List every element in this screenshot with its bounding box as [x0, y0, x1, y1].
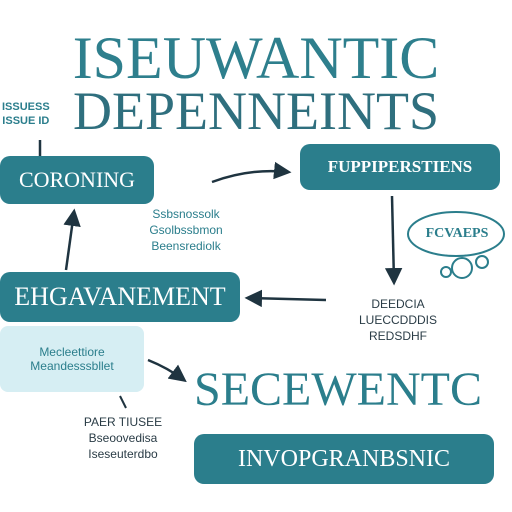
note-line: LUECCDDDIS — [358, 313, 437, 327]
note-right: DEEDCIA LUECCDDDIS REDSDHF — [340, 296, 456, 344]
note-line: Bseoovedisa — [88, 431, 158, 445]
light-box-line: Mecleettiore — [39, 345, 105, 359]
top-left-note: ISSUESS ISSUE ID — [2, 100, 50, 128]
diagram-title-line2: DEPENNEINTS — [73, 81, 439, 141]
note-line: Gsolbssbmon — [149, 223, 223, 237]
note-line: DEEDCIA — [371, 297, 425, 311]
node-coroning: CORONING — [0, 156, 154, 204]
arrow-engagement-to-coroning — [63, 208, 81, 271]
cloud-shape — [407, 211, 505, 279]
arrow-to-sequence — [147, 358, 187, 383]
note-middle: Ssbsnossolk Gsolbssbmon Beensrediolk — [132, 206, 240, 254]
sequence-title: SECEWENTC — [194, 363, 482, 416]
connector-tick — [119, 395, 127, 409]
note-line: Beensrediolk — [151, 239, 221, 253]
arrow-top-right-down — [384, 195, 403, 286]
top-left-note-line: ISSUE ID — [2, 115, 50, 127]
node-top-right: FUPPIPERSTIENS — [300, 144, 500, 190]
node-engagement: EHGAVANEMENT — [0, 272, 240, 322]
cloud-label: FCVAEPS — [425, 226, 489, 241]
note-bottom-left: PAER TIUSEE Bseoovedisa Iseseuterdbo — [58, 414, 188, 462]
arrow-to-engagement — [244, 289, 327, 308]
note-line: Ssbsnossolk — [152, 207, 220, 221]
node-inprogranbsnic: INVOPGRANBSNIC — [194, 434, 494, 484]
note-line: PAER TIUSEE — [83, 415, 163, 429]
light-box-line: Meandesssbllet — [30, 359, 114, 373]
node-light-box: Mecleettiore Meandesssbllet — [0, 326, 144, 392]
diagram-title-line1: ISEUWANTIC — [72, 25, 440, 91]
top-left-note-line: ISSUESS — [2, 101, 50, 113]
note-line: REDSDHF — [368, 329, 427, 343]
arrow-coroning-to-top-right — [211, 161, 292, 184]
note-line: Iseseuterdbo — [88, 447, 158, 461]
